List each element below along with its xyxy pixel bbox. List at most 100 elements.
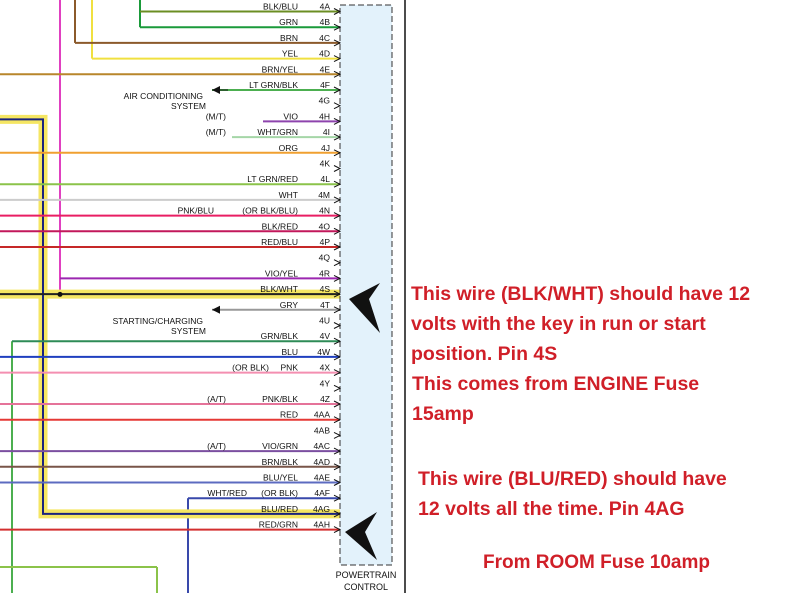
pin-id-4j: 4J — [321, 143, 330, 153]
pin-id-4x: 4X — [320, 363, 331, 373]
pin-terminal-4s — [333, 290, 342, 298]
origin-label-4z: (A/T) — [207, 394, 226, 404]
pin-id-4g: 4G — [319, 96, 330, 106]
pin-id-4ac: 4AC — [313, 441, 330, 451]
pin-terminal-4j — [333, 149, 342, 157]
wire-label-4s: BLK/WHT — [260, 284, 298, 294]
pin-terminal-4n — [333, 212, 342, 220]
pointer-arrow-4ag — [345, 512, 377, 560]
origin-label-4af: WHT/RED — [207, 488, 247, 498]
pin-id-4u: 4U — [319, 316, 330, 326]
pin-id-4v: 4V — [320, 331, 331, 341]
starting-charging-system-label: SYSTEM — [171, 326, 206, 336]
pin-id-4f: 4F — [320, 80, 330, 90]
pin-id-4e: 4E — [320, 64, 331, 74]
pin-id-4s: 4S — [320, 284, 331, 294]
pin-id-4l: 4L — [321, 174, 331, 184]
wire-label-4aa: RED — [280, 410, 298, 420]
pin-id-4w: 4W — [317, 347, 330, 357]
pin-id-4ae: 4AE — [314, 473, 330, 483]
pin-id-4ag: 4AG — [313, 504, 330, 514]
pin-terminal-4w — [333, 353, 342, 361]
arrow-air-conditioning-head — [212, 86, 220, 94]
starting-charging-label: STARTING/CHARGING — [113, 316, 203, 326]
pin-id-4t: 4T — [320, 300, 330, 310]
wire-label-4ae: BLU/YEL — [263, 473, 298, 483]
pin-terminal-4c — [333, 39, 342, 47]
note-blk-wht: This wire (BLK/WHT) should have 12 volts… — [411, 283, 751, 365]
powertrain-control-connector — [339, 4, 393, 566]
pin-terminal-4af — [333, 494, 342, 502]
connector-name-line1: POWERTRAIN — [336, 570, 397, 580]
wire-label-4h: VIO — [283, 111, 298, 121]
pin-terminal-4a — [333, 8, 342, 15]
pin-id-4a: 4A — [320, 2, 331, 12]
wire-label-4ah: RED/GRN — [259, 520, 298, 530]
pin-id-4y: 4Y — [320, 378, 331, 388]
pin-id-4h: 4H — [319, 111, 330, 121]
wire-layer — [0, 0, 340, 593]
note-blu-red: This wire (BLU/RED) should have 12 volts… — [418, 468, 727, 520]
pin-id-4m: 4M — [318, 190, 330, 200]
pin-terminal-4u — [333, 322, 342, 329]
origin-label-4ac: (A/T) — [207, 441, 226, 451]
wire-label-4b: GRN — [279, 17, 298, 27]
pin-id-4af: 4AF — [314, 488, 330, 498]
pin-terminal-4ab — [333, 431, 342, 439]
pin-terminal-4r — [333, 274, 342, 282]
pin-id-4b: 4B — [320, 17, 331, 27]
note-room-fuse: From ROOM Fuse 10amp — [483, 552, 710, 573]
pin-id-4ah: 4AH — [313, 520, 330, 530]
pin-terminal-4p — [333, 243, 342, 251]
pin-terminal-4ag — [333, 510, 342, 518]
origin-label-4i: (M/T) — [206, 127, 226, 137]
pin-id-4i: 4I — [323, 127, 330, 137]
wire-label-4f: LT GRN/BLK — [249, 80, 298, 90]
pin-terminal-4e — [333, 70, 342, 78]
wire-label-4ag: BLU/RED — [261, 504, 298, 514]
pin-id-4o: 4O — [319, 221, 331, 231]
pin-id-4p: 4P — [320, 237, 331, 247]
pin-id-4n: 4N — [319, 206, 330, 216]
pin-id-4d: 4D — [319, 49, 330, 59]
wire-label-4n: PNK/BLU — [178, 206, 214, 216]
connector-name-line2: CONTROL — [344, 582, 388, 592]
pin-terminal-4o — [333, 227, 342, 235]
pin-id-4c: 4C — [319, 33, 330, 43]
wire-label-4j: ORG — [279, 143, 298, 153]
wire-label-4o: BLK/RED — [262, 221, 298, 231]
pin-id-4z: 4Z — [320, 394, 330, 404]
pin-terminal-4v — [333, 337, 342, 345]
pin-terminal-4ae — [333, 479, 342, 486]
pin-id-4aa: 4AA — [314, 410, 330, 420]
wire-label-4i: WHT/GRN — [257, 127, 298, 137]
pin-terminal-4l — [333, 180, 342, 188]
pin-id-4ad: 4AD — [313, 457, 330, 467]
pin-terminal-4g — [333, 102, 342, 110]
wire-label-4a: BLK/BLU — [263, 2, 298, 12]
note-engine-fuse: This comes from ENGINE Fuse 15amp — [412, 373, 700, 425]
pin-terminal-4i — [333, 133, 342, 141]
wire-label-4ad: BRN/BLK — [262, 457, 299, 467]
pin-terminal-4x — [333, 369, 342, 377]
wire-blu-red-core — [0, 118, 340, 515]
splice-dot — [57, 291, 63, 297]
alt-label-4n: (OR BLK/BLU) — [242, 206, 298, 216]
wire-label-4x: PNK — [281, 363, 299, 373]
pin-terminal-4ad — [333, 463, 342, 471]
wire-label-4d: YEL — [282, 49, 298, 59]
arrow-starting-charging-head — [212, 305, 220, 314]
pin-terminal-4h — [333, 117, 342, 125]
air-conditioning-system-label: SYSTEM — [171, 101, 206, 111]
pin-terminal-4y — [333, 384, 342, 392]
wire-label-4r: VIO/YEL — [265, 268, 298, 278]
pin-id-4k: 4K — [320, 159, 331, 169]
pin-terminal-4ah — [333, 526, 342, 534]
wire-label-4w: BLU — [281, 347, 298, 357]
pin-terminal-4t — [333, 306, 342, 314]
pin-terminal-4z — [333, 400, 342, 408]
wire-label-4ac: VIO/GRN — [262, 441, 298, 451]
pin-terminal-4b — [333, 23, 342, 31]
